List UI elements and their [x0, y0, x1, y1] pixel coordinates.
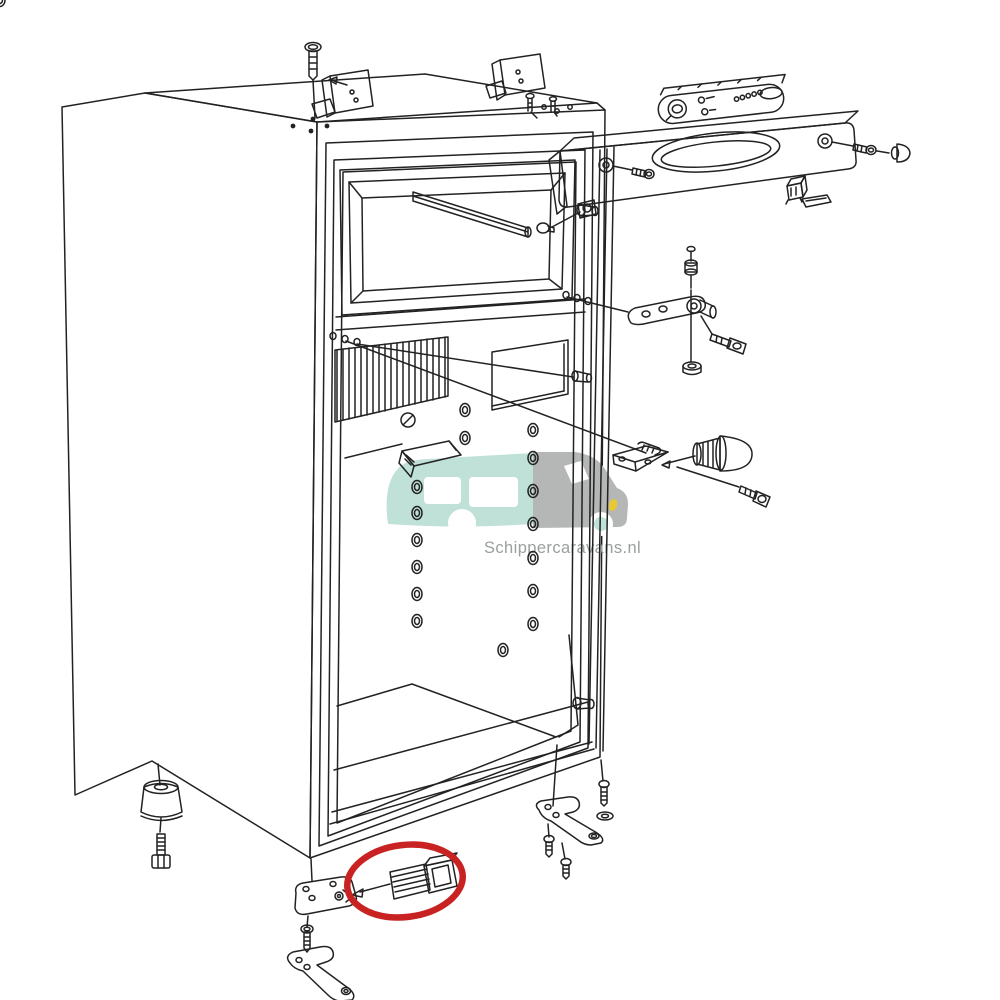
hinge-pin	[685, 247, 697, 363]
door-frame	[319, 132, 614, 846]
housing-screw-right	[832, 142, 889, 155]
housing-hole-right	[818, 134, 832, 148]
latch-bolt	[677, 467, 770, 507]
shelf-support-holes	[0, 0, 539, 658]
caravan-window-2	[469, 477, 518, 507]
hinge-bolt	[701, 316, 746, 354]
upper-hinge-bracket	[567, 296, 716, 324]
washer	[597, 812, 613, 820]
latch-knob	[662, 436, 752, 471]
fixing-screw-top	[599, 781, 609, 807]
vehicle-headlight	[608, 499, 618, 511]
top-mounting-bracket-right	[486, 54, 572, 118]
freezer-rail	[413, 192, 596, 237]
watermark-text: Schippercaravans.nl	[484, 539, 641, 557]
hinge-nut	[683, 362, 701, 375]
hinge-plate-screw	[301, 916, 313, 952]
position-marker	[401, 413, 415, 427]
caravan-window-1	[424, 477, 461, 504]
top-mounting-bracket-left	[312, 70, 373, 118]
fixing-bracket-right	[536, 745, 613, 879]
control-panel	[656, 74, 789, 124]
rail-end-plug	[537, 223, 549, 233]
recess-panel	[492, 340, 568, 410]
vehicle-wheel	[594, 517, 608, 531]
door-retainer-clip	[352, 853, 457, 899]
freezer-compartment	[340, 160, 575, 315]
highlight-ellipse	[343, 838, 467, 924]
caravan-wheel-arch	[448, 509, 476, 537]
watermark-vehicle	[533, 452, 628, 528]
indicator-2	[701, 108, 708, 115]
cabinet-body	[62, 74, 605, 858]
switch-block	[786, 176, 807, 204]
spacer-plate	[802, 195, 831, 207]
indicator-1	[698, 97, 705, 104]
vent-housing	[549, 111, 858, 214]
door-latch	[613, 442, 668, 471]
housing-screw-left	[613, 166, 654, 179]
fixing-screws	[544, 824, 571, 879]
top-face-screw-holes-left	[290, 116, 330, 134]
housing-hole-left	[599, 158, 613, 172]
foot-bolt	[152, 818, 170, 868]
watermark: Schippercaravans.nl	[386, 452, 641, 557]
lower-support-bracket	[288, 947, 354, 1000]
evaporator-fins	[335, 337, 448, 422]
control-panel-knob	[667, 99, 687, 119]
panel-slot	[760, 86, 783, 99]
housing-end-cap	[892, 144, 911, 162]
rubber-foot	[141, 764, 182, 821]
wall-fitting	[578, 200, 596, 218]
air-deflector	[399, 441, 461, 477]
frame-pin	[572, 371, 592, 382]
